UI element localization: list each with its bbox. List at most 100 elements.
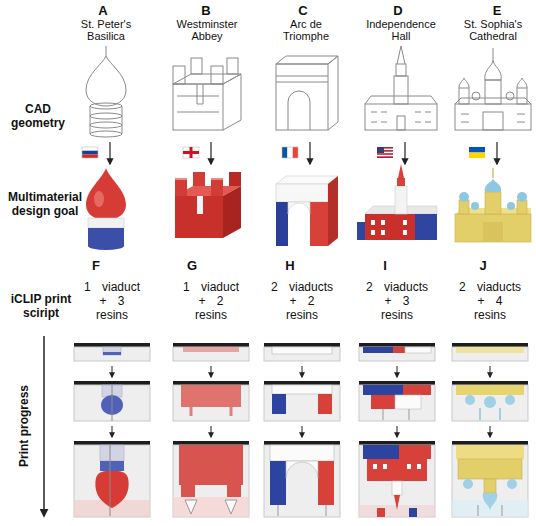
print-frame xyxy=(112,426,113,437)
print-frame xyxy=(452,445,528,517)
print-frame xyxy=(452,343,528,517)
cad-drawing xyxy=(90,113,122,119)
printed-part xyxy=(452,347,528,517)
design-render xyxy=(485,192,501,214)
cad-drawing xyxy=(90,106,122,134)
print-frame xyxy=(302,426,303,437)
printed-part xyxy=(483,493,498,511)
printed-part xyxy=(458,459,522,479)
row-heading: CAD geometry xyxy=(3,102,73,130)
panel-letter: G xyxy=(182,258,202,273)
printed-part xyxy=(403,385,431,395)
print-frame xyxy=(359,441,435,445)
country-flag xyxy=(377,147,384,153)
down-arrow xyxy=(309,142,310,164)
design-render xyxy=(357,164,437,240)
print-frame xyxy=(173,343,249,347)
cad-drawing xyxy=(223,74,241,130)
printed-part xyxy=(112,385,113,421)
cad-drawing xyxy=(459,78,469,88)
printed-part xyxy=(100,445,124,461)
printed-part xyxy=(367,459,427,481)
cad-drawing xyxy=(211,66,223,84)
cad-drawing xyxy=(506,92,514,100)
printed-part xyxy=(318,394,332,414)
building-name: Westminster Abbey xyxy=(169,18,245,42)
printed-part xyxy=(507,479,517,489)
printed-part xyxy=(393,347,405,353)
printed-part xyxy=(225,500,237,514)
print-frame xyxy=(173,385,249,421)
panel-letter: H xyxy=(280,258,300,273)
design-render xyxy=(86,168,126,220)
cad-drawing xyxy=(485,80,501,104)
printed-part xyxy=(227,485,241,497)
printed-part xyxy=(377,508,385,517)
printed-part xyxy=(173,347,249,517)
print-frame xyxy=(359,445,435,517)
printed-part xyxy=(484,479,496,493)
printed-part xyxy=(383,409,409,420)
print-script: 2 viaducts + 4 resins xyxy=(458,280,522,322)
print-frame xyxy=(74,343,528,517)
printed-part xyxy=(480,408,500,420)
printed-part xyxy=(179,445,243,485)
design-render xyxy=(175,180,187,196)
country-flag xyxy=(377,147,393,158)
panel-letter: D xyxy=(388,3,408,18)
progress-arrow xyxy=(43,336,45,516)
print-frame xyxy=(112,366,113,377)
printed-part xyxy=(456,385,524,395)
print-frame xyxy=(74,445,150,517)
print-frame xyxy=(264,445,340,517)
cad-drawing xyxy=(455,48,531,130)
print-frame xyxy=(397,426,398,437)
design-render xyxy=(371,230,375,235)
design-render xyxy=(381,230,385,235)
row-heading: iCLIP print sciript xyxy=(3,292,79,320)
design-render xyxy=(276,202,288,246)
building-name: Independence Hall xyxy=(363,18,439,42)
printed-part xyxy=(463,479,473,489)
cad-drawing xyxy=(483,112,503,130)
print-frame xyxy=(211,426,212,437)
cad-drawing xyxy=(276,56,338,130)
design-render xyxy=(211,180,223,196)
country-flag xyxy=(469,153,485,159)
down-arrow xyxy=(109,142,110,164)
printed-part xyxy=(103,352,121,355)
design-render xyxy=(365,214,415,240)
printed-part xyxy=(191,407,231,416)
country-flag xyxy=(82,147,98,158)
design-render xyxy=(94,191,104,207)
design-render xyxy=(193,172,205,186)
printed-part xyxy=(173,497,249,517)
printed-part xyxy=(270,461,286,505)
print-script: 1 viaduct + 3 resins xyxy=(80,280,144,322)
design-render xyxy=(229,172,241,186)
cad-drawing xyxy=(288,91,310,130)
cad-drawing xyxy=(173,66,185,84)
print-frame xyxy=(490,426,491,437)
design-render xyxy=(197,196,203,214)
print-frame xyxy=(74,343,150,347)
print-frame xyxy=(74,347,150,361)
cad-drawing xyxy=(365,46,437,130)
printed-part xyxy=(103,347,121,355)
print-frame xyxy=(397,366,398,377)
design-render xyxy=(86,164,531,250)
cad-drawing xyxy=(173,58,241,130)
printed-part xyxy=(181,385,241,407)
printed-part xyxy=(395,395,421,409)
printed-part xyxy=(484,396,496,408)
cad-drawing xyxy=(86,46,126,137)
print-frame xyxy=(173,347,249,361)
print-frame xyxy=(359,385,435,421)
printed-part xyxy=(417,464,421,469)
panel-letter: F xyxy=(86,258,106,273)
cad-drawing xyxy=(197,84,203,104)
printed-part xyxy=(95,471,128,508)
panel-letter: I xyxy=(375,258,395,273)
country-flag xyxy=(377,155,393,157)
